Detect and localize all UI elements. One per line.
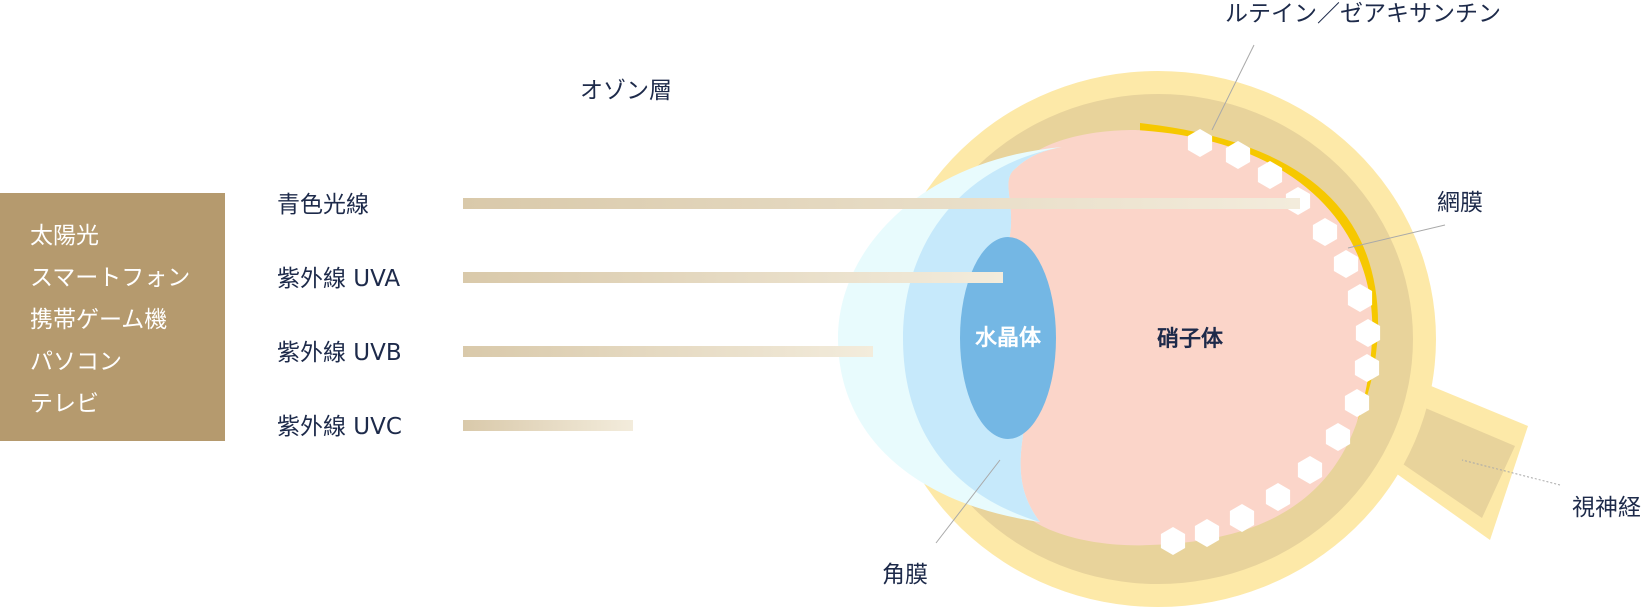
- light-label-uvc: 紫外線 UVC: [277, 414, 402, 440]
- light-source-box: 太陽光 スマートフォン 携帯ゲーム機 パソコン テレビ: [0, 193, 225, 441]
- lutein-hexagons: [1160, 129, 1381, 555]
- cornea-label: 角膜: [882, 562, 928, 588]
- ray-blue-light: [463, 198, 1300, 209]
- vitreous-body: [1007, 130, 1373, 546]
- cornea-leader-line: [935, 459, 1001, 544]
- lutein-hexagon: [1355, 319, 1381, 347]
- lutein-hexagon: [1194, 519, 1220, 547]
- lutein-hexagon: [1333, 250, 1359, 278]
- lutein-hexagon: [1325, 423, 1351, 451]
- lutein-hexagon: [1344, 389, 1370, 417]
- lutein-hexagon: [1229, 504, 1255, 532]
- lutein-hexagon: [1265, 483, 1291, 511]
- optic-nerve-label: 視神経: [1572, 495, 1641, 521]
- source-item-game-console: 携帯ゲーム機: [30, 307, 168, 333]
- source-item-pc: パソコン: [30, 349, 122, 375]
- source-item-tv: テレビ: [30, 391, 99, 417]
- ray-uva: [463, 272, 1003, 283]
- ray-uvc: [463, 420, 633, 431]
- lutein-hexagon: [1160, 527, 1186, 555]
- retina-leader-line: [1347, 224, 1446, 249]
- lutein-hexagon: [1225, 141, 1251, 169]
- lutein-hexagon: [1297, 456, 1323, 484]
- lutein-hexagon: [1347, 284, 1373, 312]
- vitreous-label: 硝子体: [1157, 326, 1224, 352]
- light-label-blue: 青色光線: [277, 192, 369, 218]
- lutein-hexagon: [1312, 218, 1338, 246]
- lutein-hexagon: [1187, 129, 1213, 157]
- lens: [960, 237, 1056, 439]
- lens-label: 水晶体: [975, 326, 1042, 351]
- source-item-smartphone: スマートフォン: [30, 265, 191, 291]
- optic-nerve-leader-line: [1461, 459, 1561, 486]
- lutein-hexagon: [1354, 354, 1380, 382]
- lutein-hexagon: [1257, 161, 1283, 189]
- light-label-uva: 紫外線 UVA: [277, 266, 401, 292]
- source-item-sunlight: 太陽光: [30, 223, 99, 249]
- ray-uvb: [463, 346, 873, 357]
- lutein-zeaxanthin-label: ルテイン／ゼアキサンチン: [1225, 1, 1501, 27]
- light-label-uvb: 紫外線 UVB: [277, 340, 402, 366]
- lutein-leader-line: [1211, 44, 1255, 131]
- retina-label: 網膜: [1437, 190, 1483, 216]
- ozone-layer-label: オゾン層: [580, 78, 672, 104]
